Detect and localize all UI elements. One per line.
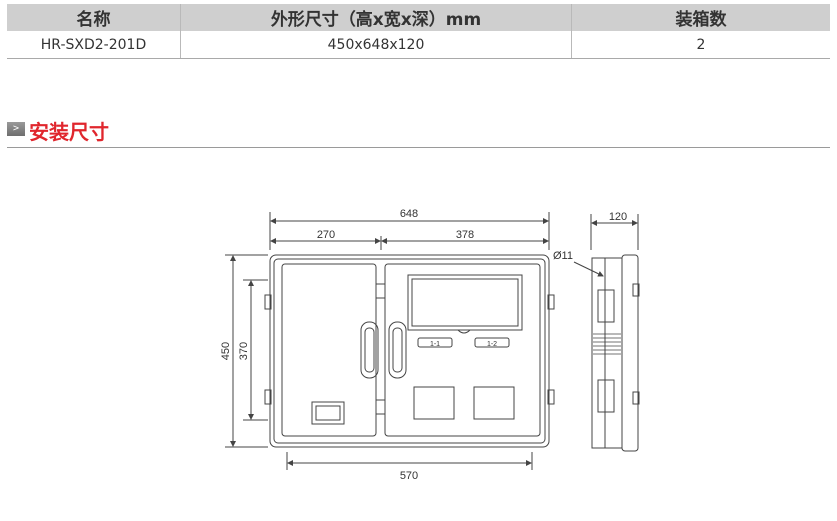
cell-model: HR-SXD2-201D <box>40 36 147 53</box>
header-pack-qty: 装箱数 <box>675 10 727 30</box>
breaker-label-1: 1-1 <box>430 341 440 348</box>
table-row: HR-SXD2-201D 450x648x120 2 <box>7 31 830 59</box>
header-dimensions: 外形尺寸（高x宽x深）mm <box>270 10 482 30</box>
dim-label-648: 648 <box>400 208 418 220</box>
section-title: 安装尺寸 <box>29 120 109 144</box>
dimension-width-split: 270 378 <box>270 229 549 250</box>
section-heading: > 安装尺寸 <box>7 115 830 148</box>
cell-dimensions: 450x648x120 <box>327 36 425 53</box>
section-marker-icon: > <box>7 122 25 136</box>
dim-label-370: 370 <box>238 342 250 360</box>
cell-pack-qty: 2 <box>696 36 706 53</box>
dim-label-270: 270 <box>317 229 335 241</box>
dim-label-120: 120 <box>609 211 627 223</box>
dim-label-hole: Ø11 <box>553 250 573 262</box>
enclosure-side-view: 120 Ø11 <box>553 211 640 452</box>
table-header: 名称 外形尺寸（高x宽x深）mm 装箱数 <box>7 4 830 31</box>
enclosure-front-view: 1-1 1-2 <box>264 254 555 448</box>
column-divider <box>180 4 181 58</box>
dim-label-378: 378 <box>456 229 474 241</box>
dim-label-450: 450 <box>220 342 232 360</box>
breaker-label-2: 1-2 <box>487 341 497 348</box>
header-name: 名称 <box>76 10 111 30</box>
dimension-width-total: 648 <box>269 208 550 250</box>
dim-label-570: 570 <box>400 470 418 482</box>
dimension-mount-width: 570 <box>286 452 533 482</box>
column-divider <box>571 4 572 58</box>
dimension-height: 450 370 <box>220 254 268 448</box>
